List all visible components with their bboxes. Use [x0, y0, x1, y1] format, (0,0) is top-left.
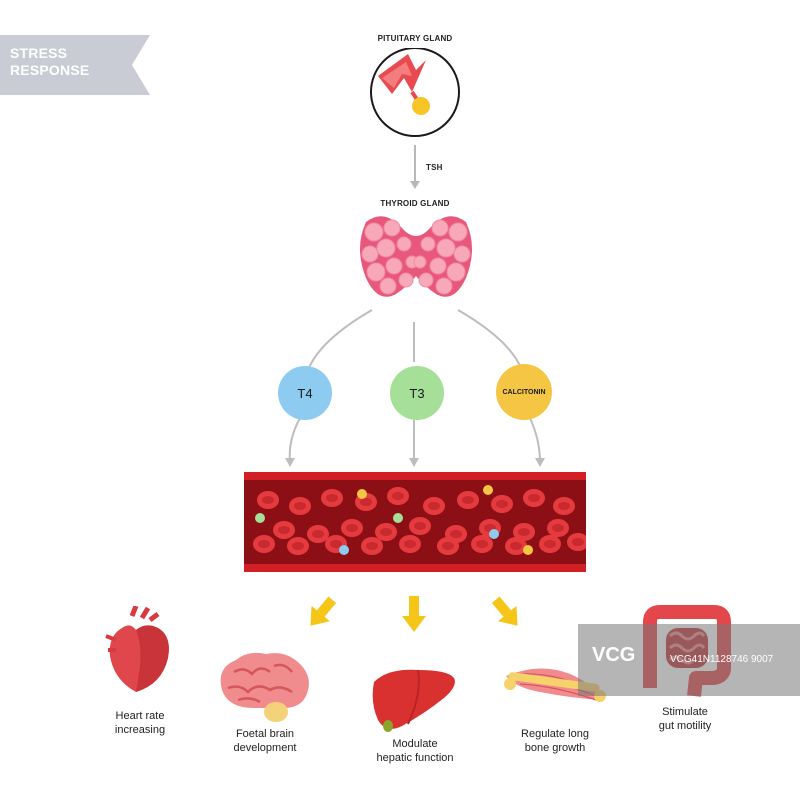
effect-arrows: [310, 596, 518, 632]
blood-cell-center: [278, 526, 290, 534]
brain-icon: [220, 652, 309, 722]
tsh-arrow: [410, 145, 420, 189]
title-text: STRESS RESPONSE: [10, 45, 140, 79]
effect-caption-intestine: Stimulate gut motility: [658, 706, 712, 732]
heart-icon: [105, 606, 169, 692]
thyroid-gland-icon: [360, 216, 472, 297]
blood-cell-center: [572, 538, 584, 546]
hormone-particle: [255, 513, 265, 523]
blood-cell-center: [544, 540, 556, 548]
blood-cell-center: [312, 530, 324, 538]
blood-cell-center: [326, 494, 338, 502]
blood-cell-center: [558, 502, 570, 510]
blood-cell-center: [366, 542, 378, 550]
effect-caption-bone: Regulate long bone growth: [521, 728, 589, 754]
hormone-particle: [339, 545, 349, 555]
blood-cell-center: [392, 492, 404, 500]
title-line-1: STRESS: [10, 45, 68, 61]
blood-cell-center: [292, 542, 304, 550]
hormone-particle: [357, 489, 367, 499]
blood-cell-center: [380, 528, 392, 536]
blood-cell-center: [462, 496, 474, 504]
hormone-t4-label: T4: [297, 385, 313, 401]
blood-cell-center: [552, 524, 564, 532]
blood-cell-center: [414, 522, 426, 530]
blood-cell-center: [476, 540, 488, 548]
hormone-connectors: [285, 309, 545, 467]
blood-cell-center: [330, 540, 342, 548]
blood-cell-center: [442, 542, 454, 550]
tsh-label: TSH: [426, 163, 443, 172]
title-banner: [0, 35, 150, 95]
watermark-logo: VCG: [592, 644, 636, 666]
pituitary-gland-icon: [370, 48, 460, 137]
blood-vessel: [244, 472, 586, 572]
hormone-particle: [393, 513, 403, 523]
blood-cell-center: [294, 502, 306, 510]
hormone-t3: T3: [390, 366, 444, 420]
liver-icon: [372, 669, 455, 732]
hormone-t4: T4: [278, 366, 332, 420]
blood-cell-center: [528, 494, 540, 502]
watermark: VCG VCG41N1128746 9007: [578, 624, 800, 696]
blood-cell-center: [428, 502, 440, 510]
hormone-t3-label: T3: [409, 385, 425, 401]
effect-caption-brain: Foetal brain development: [233, 728, 297, 754]
hormone-particle: [483, 485, 493, 495]
blood-cell-center: [346, 524, 358, 532]
blood-cell-center: [258, 540, 270, 548]
hormone-calcitonin-label: CALCITONIN: [502, 388, 546, 396]
blood-cell-center: [360, 498, 372, 506]
hormone-particle: [523, 545, 533, 555]
blood-cell-center: [404, 540, 416, 548]
title-line-2: RESPONSE: [10, 62, 90, 78]
blood-cell-center: [510, 542, 522, 550]
blood-cell-center: [496, 500, 508, 508]
blood-cell-center: [518, 528, 530, 536]
effect-caption-liver: Modulate hepatic function: [376, 738, 454, 764]
pituitary-label: PITUITARY GLAND: [377, 34, 453, 43]
hormone-calcitonin: CALCITONIN: [496, 364, 552, 420]
watermark-id: VCG41N1128746 9007: [670, 654, 774, 665]
hormone-particle: [489, 529, 499, 539]
thyroid-label: THYROID GLAND: [380, 199, 450, 208]
blood-cell-center: [262, 496, 274, 504]
effect-caption-heart: Heart rate increasing: [114, 710, 166, 736]
blood-cell-center: [450, 530, 462, 538]
